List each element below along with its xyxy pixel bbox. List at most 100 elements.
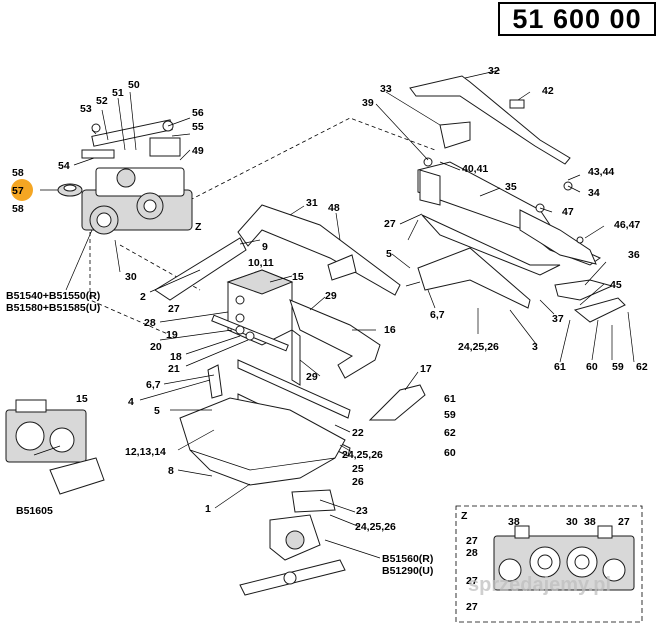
label-24-25-26-right: 24,25,26	[458, 341, 499, 353]
label-40-41: 40,41	[462, 163, 488, 175]
label-b51605: B51605	[16, 505, 53, 517]
label-1: 1	[205, 503, 211, 515]
highlight-circle	[11, 179, 33, 201]
label-12-13-14: 12,13,14	[125, 446, 166, 458]
label-57: 57	[12, 185, 24, 197]
gearbox-assembly	[11, 119, 193, 235]
label-50: 50	[128, 79, 140, 91]
label-z-27-topright: 27	[618, 516, 630, 528]
label-58-bottom: 58	[12, 203, 24, 215]
main-frame	[154, 204, 401, 301]
label-31: 31	[306, 197, 318, 209]
watermark: sprzedajemy.pl	[468, 574, 612, 596]
page-number-box: 51 600 00	[498, 2, 656, 36]
label-35: 35	[505, 181, 517, 193]
label-z-38-right: 38	[584, 516, 596, 528]
label-61-mid: 61	[444, 393, 456, 405]
label-34: 34	[588, 187, 600, 199]
label-61-right: 61	[554, 361, 566, 373]
label-2: 2	[140, 291, 146, 303]
label-53: 53	[80, 103, 92, 115]
label-15-center: 15	[292, 271, 304, 283]
label-42: 42	[542, 85, 554, 97]
label-z-27-bottom: 27	[466, 601, 478, 613]
leader-lines	[33, 69, 635, 559]
detail-z-box	[455, 505, 643, 623]
bottom-gearbox	[239, 489, 346, 596]
label-48: 48	[328, 202, 340, 214]
label-58-top: 58	[12, 167, 24, 179]
side-view-gearbox	[5, 399, 105, 495]
label-32: 32	[488, 65, 500, 77]
label-29-bottom: 29	[306, 371, 318, 383]
center-housing	[211, 269, 294, 352]
label-21: 21	[168, 363, 180, 375]
label-60-right: 60	[586, 361, 598, 373]
part-labels: 50 51 52 53 56 55 49 54 58 57 58 Z B5154…	[6, 65, 648, 613]
label-22: 22	[352, 427, 364, 439]
page-number-part1: 51	[512, 3, 545, 34]
label-z-box: Z	[461, 510, 468, 522]
label-47: 47	[562, 206, 574, 218]
label-60-mid: 60	[444, 447, 456, 459]
label-z-30: 30	[566, 516, 578, 528]
label-43-44: 43,44	[588, 166, 614, 178]
label-5-right: 5	[386, 248, 392, 260]
label-49: 49	[192, 145, 204, 157]
label-10-11: 10,11	[248, 257, 274, 269]
page-number-part3: 00	[609, 3, 642, 34]
label-4: 4	[128, 396, 134, 408]
label-52: 52	[96, 95, 108, 107]
label-24-25-26-bottom: 24,25,26	[355, 521, 396, 533]
dashed-guides	[89, 117, 436, 336]
label-b51540: B51540+B51550(R)	[6, 290, 100, 302]
label-54: 54	[58, 160, 70, 172]
label-27-center: 27	[168, 303, 180, 315]
label-45: 45	[610, 279, 622, 291]
label-b51290: B51290(U)	[382, 565, 433, 577]
label-39: 39	[362, 97, 374, 109]
label-24-25-26-mid: 24,25,26	[342, 449, 383, 461]
top-right-brackets	[409, 75, 626, 323]
label-17: 17	[420, 363, 432, 375]
label-8: 8	[168, 465, 174, 477]
label-z-marker: Z	[195, 221, 202, 233]
label-27-right: 27	[384, 218, 396, 230]
label-30: 30	[125, 271, 137, 283]
label-z-27-left: 27	[466, 535, 478, 547]
label-19: 19	[166, 329, 178, 341]
label-3: 3	[532, 341, 538, 353]
label-5-left: 5	[154, 405, 160, 417]
label-28: 28	[144, 317, 156, 329]
label-36: 36	[628, 249, 640, 261]
label-33: 33	[380, 83, 392, 95]
label-9: 9	[262, 241, 268, 253]
label-15-side: 15	[76, 393, 88, 405]
label-56: 56	[192, 107, 204, 119]
label-46-47: 46,47	[614, 219, 640, 231]
label-62-mid: 62	[444, 427, 456, 439]
label-23: 23	[356, 505, 368, 517]
rotor-guard	[179, 397, 346, 486]
label-20: 20	[150, 341, 162, 353]
label-z-28: 28	[466, 547, 478, 559]
label-51: 51	[112, 87, 124, 99]
label-16: 16	[384, 324, 396, 336]
label-b51560: B51560(R)	[382, 553, 433, 565]
label-z-27-lower: 27	[466, 575, 478, 587]
label-18: 18	[170, 351, 182, 363]
label-z-38-left: 38	[508, 516, 520, 528]
label-59-right: 59	[612, 361, 624, 373]
page-number-part2: 600	[552, 3, 602, 34]
label-59-mid: 59	[444, 409, 456, 421]
label-b51580: B51580+B51585(U)	[6, 302, 100, 314]
label-62-right: 62	[636, 361, 648, 373]
label-6-7-left: 6,7	[146, 379, 161, 391]
label-6-7-right: 6,7	[430, 309, 445, 321]
label-55: 55	[192, 121, 204, 133]
label-26: 26	[352, 476, 364, 488]
label-37: 37	[552, 313, 564, 325]
label-25: 25	[352, 463, 364, 475]
label-29-top: 29	[325, 290, 337, 302]
